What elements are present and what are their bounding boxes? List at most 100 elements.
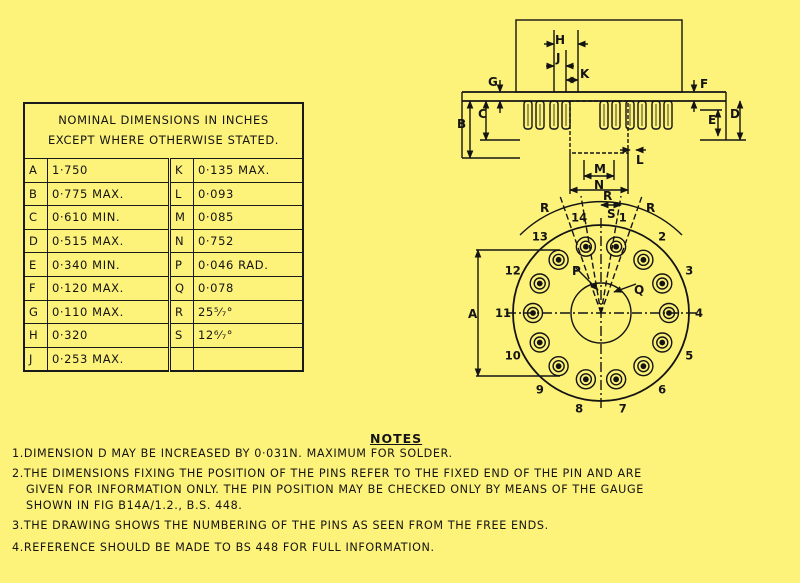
leader-q	[613, 283, 637, 293]
label-a: A	[468, 307, 478, 321]
end-view-labels: A R R R S P Q	[468, 189, 655, 321]
pin-socket	[529, 332, 550, 353]
pin-socket-inner	[552, 359, 565, 373]
dim-value: 0·078	[193, 275, 304, 301]
pin-socket	[652, 273, 673, 294]
label-l: L	[636, 153, 644, 167]
pin-socket-inner	[526, 306, 540, 320]
dim-value: 25⁵⁄₇°	[193, 299, 304, 325]
pin-socket-inner	[662, 306, 676, 320]
side-pin	[637, 100, 647, 130]
dim-value: 0·120 MAX.	[47, 275, 171, 301]
table-header-line2: EXCEPT WHERE OTHERWISE STATED.	[47, 133, 280, 147]
pin-centre	[530, 310, 536, 316]
dim-value: 0·135 MAX.	[193, 158, 304, 183]
note-2-line3: SHOWN IN FIG B14A/1.2., B.S. 448.	[26, 499, 243, 512]
side-pin	[523, 100, 533, 130]
label-g: G	[488, 75, 498, 89]
pin-centre	[640, 363, 647, 370]
pin-number: 14	[571, 210, 587, 224]
dimension-table: NOMINAL DIMENSIONS IN INCHES EXCEPT WHER…	[23, 102, 304, 373]
pin-number: 10	[505, 349, 521, 363]
side-view-labels: H J K G F B C E D L M N	[457, 33, 740, 192]
leader-p	[575, 267, 599, 291]
pin-number: 4	[695, 306, 703, 320]
pin-socket	[633, 249, 654, 271]
pin-centre	[536, 280, 543, 287]
dim-value: 12⁶⁄₇°	[193, 323, 304, 348]
pin-socket-inner	[637, 359, 650, 373]
label-h: H	[555, 33, 565, 47]
dim-value: 0·320	[47, 323, 171, 348]
dim-key: L	[169, 181, 194, 207]
pin-number: 2	[658, 229, 666, 243]
label-b: B	[457, 117, 466, 131]
note-2-line2: GIVEN FOR INFORMATION ONLY. THE PIN POSI…	[26, 483, 644, 496]
pin-socket	[548, 249, 569, 271]
spigot-outline	[569, 100, 629, 154]
table-row: G 0·110 MAX. R 25⁵⁄₇°	[23, 299, 304, 325]
radial-line	[559, 195, 602, 314]
dim-key: K	[169, 158, 194, 183]
pin-socket	[529, 273, 550, 294]
dim-value: 1·750	[47, 158, 171, 183]
side-pin	[549, 100, 559, 130]
side-pins	[523, 100, 673, 130]
table-row: F 0·120 MAX. Q 0·078	[23, 275, 304, 301]
pin-socket	[575, 236, 597, 257]
spigot-circle	[570, 282, 632, 344]
note-4: 4.REFERENCE SHOULD BE MADE TO BS 448 FOR…	[12, 541, 435, 554]
pin-socket-inner	[609, 240, 623, 253]
pin-number: 9	[536, 383, 544, 397]
label-e: E	[708, 113, 716, 127]
pin-centre	[582, 243, 589, 250]
dim-value: 0·515 MAX.	[47, 228, 171, 254]
dim-key: F	[23, 275, 48, 301]
dim-value: 0·253 MAX.	[47, 346, 171, 372]
label-n: N	[594, 178, 604, 192]
base-body-outline	[515, 19, 683, 93]
side-view	[461, 19, 746, 194]
table-row: E 0·340 MIN. P 0·046 RAD.	[23, 252, 304, 277]
label-r-top: R	[603, 189, 612, 203]
pin-socket	[605, 369, 627, 390]
pin-centre	[613, 243, 620, 250]
dim-key: Q	[169, 275, 194, 301]
label-d: D	[730, 107, 740, 121]
pin-socket	[658, 302, 680, 324]
table-row: A 1·750 K 0·135 MAX.	[23, 158, 304, 183]
pin-number: 8	[575, 402, 583, 416]
radial-line	[600, 195, 643, 314]
note-2-line1: 2.THE DIMENSIONS FIXING THE POSITION OF …	[12, 467, 642, 480]
table-row: C 0·610 MIN. M 0·085	[23, 205, 304, 230]
table-header-line1: NOMINAL DIMENSIONS IN INCHES	[58, 113, 269, 127]
dim-key: H	[23, 323, 48, 348]
dim-value	[193, 346, 304, 372]
dim-value: 0·340 MIN.	[47, 252, 171, 277]
label-m: M	[594, 162, 606, 176]
pin-centre	[536, 339, 543, 346]
pin-socket-inner	[533, 336, 546, 349]
dim-value: 0·110 MAX.	[47, 299, 171, 325]
table-row: B 0·775 MAX. L 0·093	[23, 181, 304, 207]
pin-socket	[633, 355, 654, 377]
label-p: P	[572, 264, 581, 278]
dim-key: B	[23, 181, 48, 207]
dim-value: 0·085	[193, 205, 304, 230]
dim-key: S	[169, 323, 194, 348]
dim-value: 0·775 MAX.	[47, 181, 171, 207]
pin-socket-inner	[552, 253, 565, 267]
end-view	[474, 195, 696, 410]
end-pins	[522, 236, 680, 390]
dim-key	[169, 346, 194, 372]
pin-number: 13	[532, 229, 548, 243]
pin-number: 12	[505, 263, 521, 277]
dim-key: P	[169, 252, 194, 277]
dim-key: D	[23, 228, 48, 254]
dim-value: 0·046 RAD.	[193, 252, 304, 277]
pin-centre	[555, 363, 562, 370]
table-header-row: NOMINAL DIMENSIONS IN INCHES EXCEPT WHER…	[23, 102, 304, 159]
